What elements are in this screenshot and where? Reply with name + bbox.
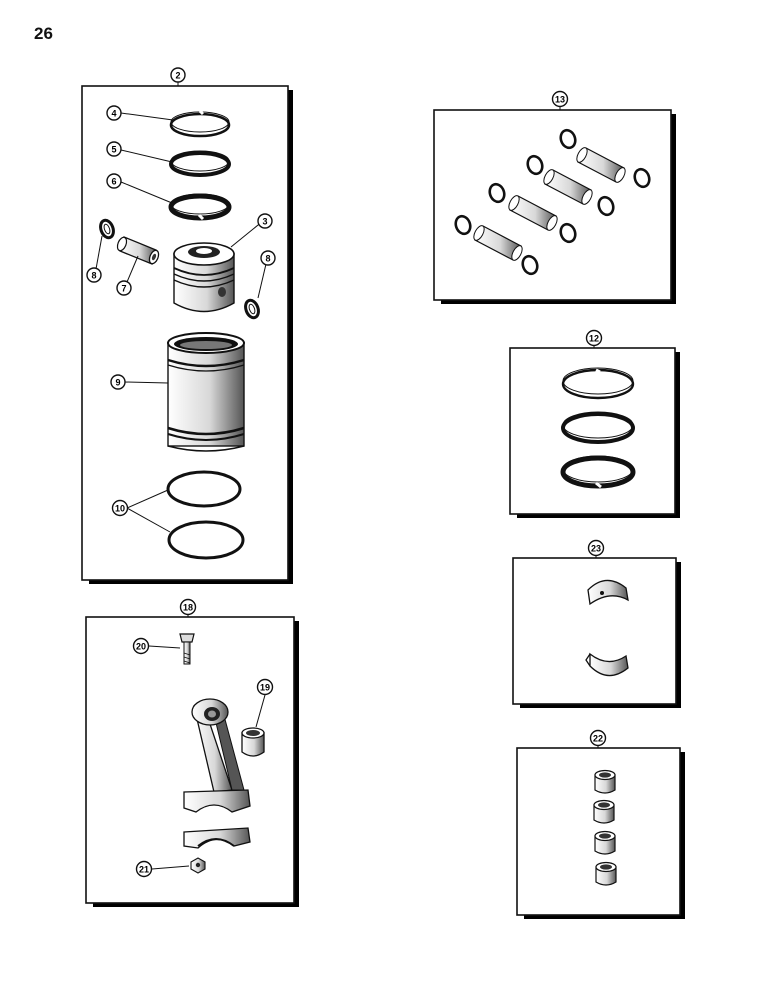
bearing-lower <box>585 652 629 677</box>
group-label-text: 2 <box>175 71 180 81</box>
ring-part-6 <box>168 193 232 221</box>
piston-pin-2 <box>543 169 593 205</box>
group-connecting-rod: 18 <box>85 598 299 907</box>
ring-bottom <box>560 455 636 489</box>
callout-8-right-text: 8 <box>265 254 270 264</box>
callout-19: 19 <box>256 678 274 696</box>
callout-8-right: 8 <box>260 250 276 266</box>
group-label-text: 23 <box>591 544 601 554</box>
retainer-clip-part-8-right <box>244 298 260 320</box>
group-label-text: 12 <box>589 334 599 344</box>
group-label-text: 18 <box>183 603 193 613</box>
group-piston-sleeve: 2 <box>81 67 293 584</box>
cylinder-sleeve-part-9 <box>167 332 245 452</box>
callout-3: 3 <box>257 213 273 229</box>
callout-7-text: 7 <box>121 284 126 294</box>
callout-9: 9 <box>110 374 126 390</box>
callout-20: 20 <box>132 637 150 655</box>
piston-pin-1 <box>576 147 626 183</box>
bushing-2 <box>593 799 615 824</box>
piston-pin-part-7 <box>116 236 160 265</box>
callout-10: 10 <box>111 499 129 517</box>
callout-6: 6 <box>106 173 122 189</box>
group-label-23: 23 <box>587 539 605 557</box>
group-label-2: 2 <box>170 67 186 83</box>
rod-cap <box>183 827 251 849</box>
group-label-text: 13 <box>555 95 565 105</box>
callout-21-text: 21 <box>139 865 149 875</box>
callout-21: 21 <box>135 860 153 878</box>
nut-part-21 <box>190 857 206 874</box>
retainer-clips <box>454 128 651 276</box>
callout-5-text: 5 <box>111 145 116 155</box>
group-label-12: 12 <box>585 329 603 347</box>
retainer-clip-part-8-left <box>99 218 115 240</box>
leader-lines-group-2 <box>95 112 267 533</box>
group-label-22: 22 <box>589 729 607 747</box>
group-piston-rings: 12 <box>509 329 680 518</box>
page-number: 26 <box>34 24 53 43</box>
callout-20-text: 20 <box>136 642 146 652</box>
panel-frame <box>81 85 289 581</box>
group-bushings: 22 <box>516 729 685 919</box>
leader-lines-group-18 <box>148 645 266 870</box>
callout-6-text: 6 <box>111 177 116 187</box>
group-piston-pins: 13 <box>433 90 676 304</box>
group-label-18: 18 <box>179 598 197 616</box>
ring-part-4 <box>169 109 231 138</box>
rod-bolt-part-20 <box>179 633 195 665</box>
ring-part-5 <box>169 150 231 177</box>
piston-pin-3 <box>508 195 558 231</box>
bearing-upper <box>587 579 629 606</box>
callout-4: 4 <box>106 105 122 121</box>
bushing-1 <box>594 769 616 794</box>
o-ring-part-10-bottom <box>167 520 245 560</box>
piston-part-3 <box>173 242 235 313</box>
callout-19-text: 19 <box>260 683 270 693</box>
group-label-13: 13 <box>551 90 569 108</box>
callout-10-text: 10 <box>115 504 125 514</box>
ring-set <box>560 367 636 489</box>
bushing-4 <box>595 861 617 886</box>
group-label-text: 22 <box>593 734 603 744</box>
pin-set <box>454 128 651 276</box>
bushing-3 <box>594 830 616 855</box>
callout-8-left-text: 8 <box>91 271 96 281</box>
bushing-part-19 <box>241 727 265 757</box>
callout-5: 5 <box>106 141 122 157</box>
callout-4-text: 4 <box>111 109 116 119</box>
callout-8-left: 8 <box>86 267 102 283</box>
connecting-rod <box>183 698 251 813</box>
ring-middle <box>561 411 635 444</box>
ring-top <box>561 367 635 400</box>
piston-pin-4 <box>473 225 523 261</box>
callout-7: 7 <box>116 280 132 296</box>
group-rod-bearings: 23 <box>512 539 681 708</box>
o-ring-part-10-top <box>166 470 242 508</box>
callout-3-text: 3 <box>262 217 267 227</box>
callout-9-text: 9 <box>115 378 120 388</box>
